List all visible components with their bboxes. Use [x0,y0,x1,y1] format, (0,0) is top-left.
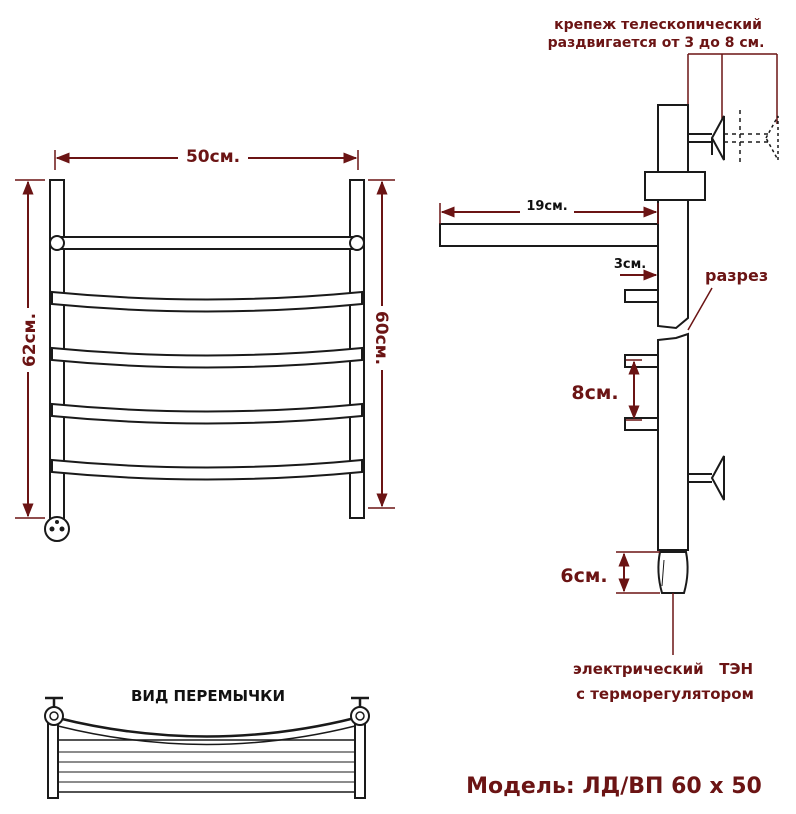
curved-rung [51,458,363,481]
side-stub-bar [624,417,659,431]
heater-note-line2: с терморегулятором [576,685,754,703]
heater-connector-icon [44,516,70,542]
jumper-right-post [354,715,366,799]
jumper-view: ВИД ПЕРЕМЫЧКИ [44,687,370,799]
side-stub-bar [624,289,659,303]
wall-mount-icon [688,110,779,165]
curved-rung [51,346,363,369]
side-upper-tube [657,104,689,330]
curved-rung [51,402,363,425]
side-view: крепеж телескопический раздвигается от 3… [439,17,779,703]
jumper-curved-bar [57,716,356,738]
depth-label: 19см. [526,199,567,214]
model-label: Модель: ЛД/ВП 60 х 50 [466,774,762,799]
lower-wall-mount-icon [688,455,725,501]
heater-note-line1: электрический ТЭН [573,660,753,678]
mount-note-line2: раздвигается от 3 до 8 см. [548,35,765,51]
jumper-left-clamp-icon [44,696,64,726]
outer-height-label: 62см. [20,313,40,367]
side-collar [644,171,706,201]
top-rail-right-knob [349,235,365,251]
heater-element [657,551,689,594]
inner-height-label: 60см. [371,311,391,365]
jumper-view-title: ВИД ПЕРЕМЫЧКИ [131,687,285,705]
depth-arm [439,223,659,247]
side-lower-tube [657,332,689,551]
spacing-label: 8см. [571,382,618,404]
curved-rung [51,290,363,313]
width-label: 50см. [186,147,240,167]
side-stub-bar [624,354,659,368]
section-label: разрез [705,266,768,285]
top-rail [56,236,358,250]
jumper-right-clamp-icon [350,696,370,726]
top-rail-left-knob [49,235,65,251]
jumper-left-post [47,715,59,799]
section-leader-line [687,287,713,331]
mount-note-line1: крепеж телескопический [554,17,762,33]
front-view: 50см. 62см. 60см. [15,144,395,542]
gap-label: 3см. [614,257,646,272]
heater-length-label: 6см. [560,565,607,587]
